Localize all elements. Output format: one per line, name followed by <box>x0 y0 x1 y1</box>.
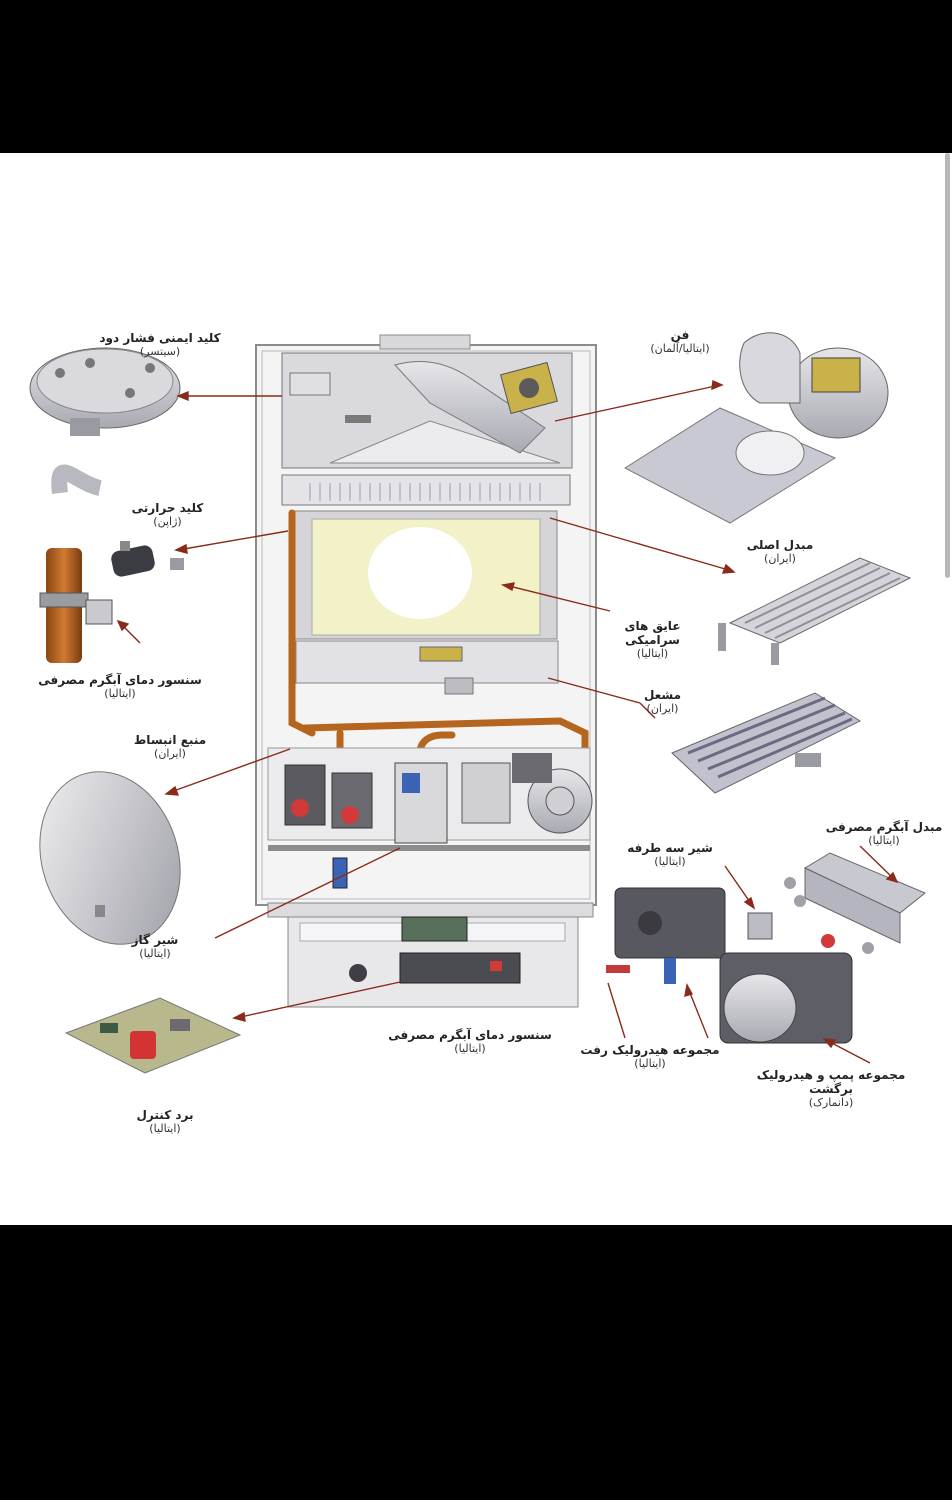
boiler-body <box>255 334 597 1008</box>
label-hydraulic-supply-name: مجموعه هیدرولیک رفت <box>580 1043 720 1057</box>
diagram-canvas: کلید ایمنی فشار دود (سیتسر) فن (ایتالیا/… <box>0 153 952 1225</box>
label-burner-origin: (ایران) <box>646 702 679 715</box>
label-expansion-tank: منبع انبساط (ایران) <box>115 733 225 761</box>
label-dhw-temp-sensor-bottom: سنسور دمای آبگرم مصرفی (ایتالیا) <box>375 1028 565 1056</box>
label-dhw-temp-sensor-left-name: سنسور دمای آبگرم مصرفی <box>38 673 202 687</box>
label-ceramic-insulation-name: عایق های سرامیکی <box>624 619 681 647</box>
label-gas-valve-origin: (ایتالیا) <box>139 947 171 960</box>
label-dhw-temp-sensor-left-origin: (ایتالیا) <box>104 687 136 700</box>
scrollbar[interactable] <box>945 153 950 578</box>
fan-housing <box>281 352 573 469</box>
label-hydraulic-supply: مجموعه هیدرولیک رفت (ایتالیا) <box>570 1043 730 1071</box>
label-fan-name: فن <box>670 328 690 342</box>
boiler-exploded-diagram <box>29 332 926 1074</box>
label-hydraulic-supply-origin: (ایتالیا) <box>634 1057 666 1070</box>
label-pump-hydraulic-return: مجموعه پمپ و هیدرولیک برگشت (دانمارک) <box>750 1068 912 1110</box>
label-three-way-valve-origin: (ایتالیا) <box>654 855 686 868</box>
label-fan-origin: (ایتالیا/آلمان) <box>650 342 710 355</box>
label-control-board: برد کنترل (ایتالیا) <box>120 1108 210 1136</box>
label-three-way-valve: شیر سه طرفه (ایتالیا) <box>620 841 720 869</box>
main-exchanger-part <box>718 557 912 665</box>
dhw-exchanger-part <box>784 852 926 954</box>
label-dhw-temp-sensor-bottom-name: سنسور دمای آبگرم مصرفی <box>388 1028 552 1042</box>
label-dhw-exchanger-name: مبدل آبگرم مصرفی <box>825 820 943 834</box>
label-dhw-exchanger-origin: (ایتالیا) <box>868 834 900 847</box>
pump-part <box>719 934 853 1044</box>
label-expansion-tank-origin: (ایران) <box>154 747 186 760</box>
label-main-exchanger-name: مبدل اصلی <box>746 538 814 552</box>
label-burner: مشعل (ایران) <box>625 688 700 716</box>
label-expansion-tank-name: منبع انبساط <box>133 733 207 747</box>
burner-in-body <box>295 640 559 695</box>
label-thermal-switch-origin: (ژاپن) <box>153 515 182 528</box>
label-main-exchanger: مبدل اصلی (ایران) <box>725 538 835 566</box>
main-exchanger-in-body <box>281 474 571 506</box>
smoke-pressure-switch-part <box>29 347 181 436</box>
label-pump-hydraulic-return-name: مجموعه پمپ و هیدرولیک برگشت <box>756 1068 906 1096</box>
burner-part <box>671 692 862 794</box>
label-ceramic-insulation: عایق های سرامیکی (ایتالیا) <box>610 619 695 661</box>
label-pump-hydraulic-return-origin: (دانمارک) <box>808 1096 854 1109</box>
label-thermal-switch-name: کلید حرارتی <box>131 501 204 515</box>
label-gas-valve-name: شیر گاز <box>131 933 179 947</box>
label-three-way-valve-name: شیر سه طرفه <box>627 841 713 855</box>
label-smoke-pressure-switch: کلید ایمنی فشار دود (سیتسر) <box>90 331 230 359</box>
three-way-valve-part <box>606 887 773 984</box>
label-dhw-exchanger: مبدل آبگرم مصرفی (ایتالیا) <box>820 820 948 848</box>
control-box <box>267 902 594 1008</box>
thermal-switch-part <box>39 464 184 663</box>
expansion-tank-part <box>39 771 181 945</box>
label-dhw-temp-sensor-bottom-origin: (ایتالیا) <box>454 1042 486 1055</box>
label-thermal-switch: کلید حرارتی (ژاپن) <box>110 501 225 529</box>
label-control-board-name: برد کنترل <box>136 1108 194 1122</box>
label-dhw-temp-sensor-left: سنسور دمای آبگرم مصرفی (ایتالیا) <box>25 673 215 701</box>
label-main-exchanger-origin: (ایران) <box>764 552 796 565</box>
label-gas-valve: شیر گاز (ایتالیا) <box>115 933 195 961</box>
label-burner-name: مشعل <box>643 688 682 702</box>
label-smoke-pressure-switch-name: کلید ایمنی فشار دود <box>99 331 221 345</box>
leader-lines <box>116 379 899 1064</box>
label-smoke-pressure-switch-origin: (سیتسر) <box>139 345 181 358</box>
label-fan: فن (ایتالیا/آلمان) <box>620 328 740 356</box>
control-board-part <box>64 997 242 1074</box>
label-control-board-origin: (ایتالیا) <box>149 1122 181 1135</box>
fan-part <box>623 332 889 524</box>
label-ceramic-insulation-origin: (ایتالیا) <box>636 647 669 660</box>
combustion-chamber <box>294 510 558 657</box>
hydraulic-block <box>267 747 593 844</box>
